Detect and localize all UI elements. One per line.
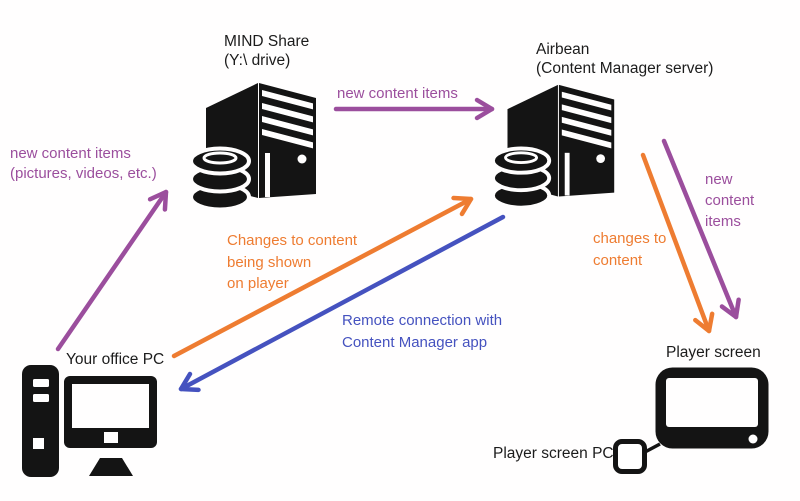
office-pc-icon bbox=[22, 365, 157, 477]
airbean-label: Airbean (Content Manager server) bbox=[536, 40, 713, 78]
flow-label-new-content-items-right: new content items bbox=[705, 171, 755, 230]
flow-label-airbean-to-pc: Remote connection with Content Manager a… bbox=[342, 312, 503, 351]
mind-share-title: MIND Share bbox=[224, 33, 310, 50]
flow-label-pc-to-airbean: Changes to content being shown on player bbox=[227, 232, 358, 292]
flow-label-changes-to-content: changes to content bbox=[593, 230, 667, 269]
arrow-pc-to-share bbox=[55, 189, 169, 352]
airbean-title: Airbean bbox=[536, 41, 590, 58]
airbean-subtitle: (Content Manager server) bbox=[536, 60, 714, 77]
flow-label-share-to-airbean: new content items bbox=[337, 85, 458, 102]
flow-label-pc-to-share: new content items (pictures, videos, etc… bbox=[10, 145, 157, 182]
mind-share-label: MIND Share (Y:\ drive) bbox=[224, 32, 309, 70]
mind-share-subtitle: (Y:\ drive) bbox=[224, 52, 291, 69]
database-icon bbox=[491, 146, 552, 210]
mind-share-server-icon bbox=[189, 83, 316, 212]
office-pc-label: Your office PC bbox=[66, 351, 165, 368]
airbean-server-icon bbox=[491, 84, 615, 210]
database-icon bbox=[189, 146, 251, 212]
player-screen-label: Player screen bbox=[666, 344, 761, 361]
player-pc-label: Player screen PC bbox=[493, 445, 614, 462]
player-screen-icon bbox=[655, 367, 769, 449]
player-pc-icon bbox=[613, 439, 647, 474]
